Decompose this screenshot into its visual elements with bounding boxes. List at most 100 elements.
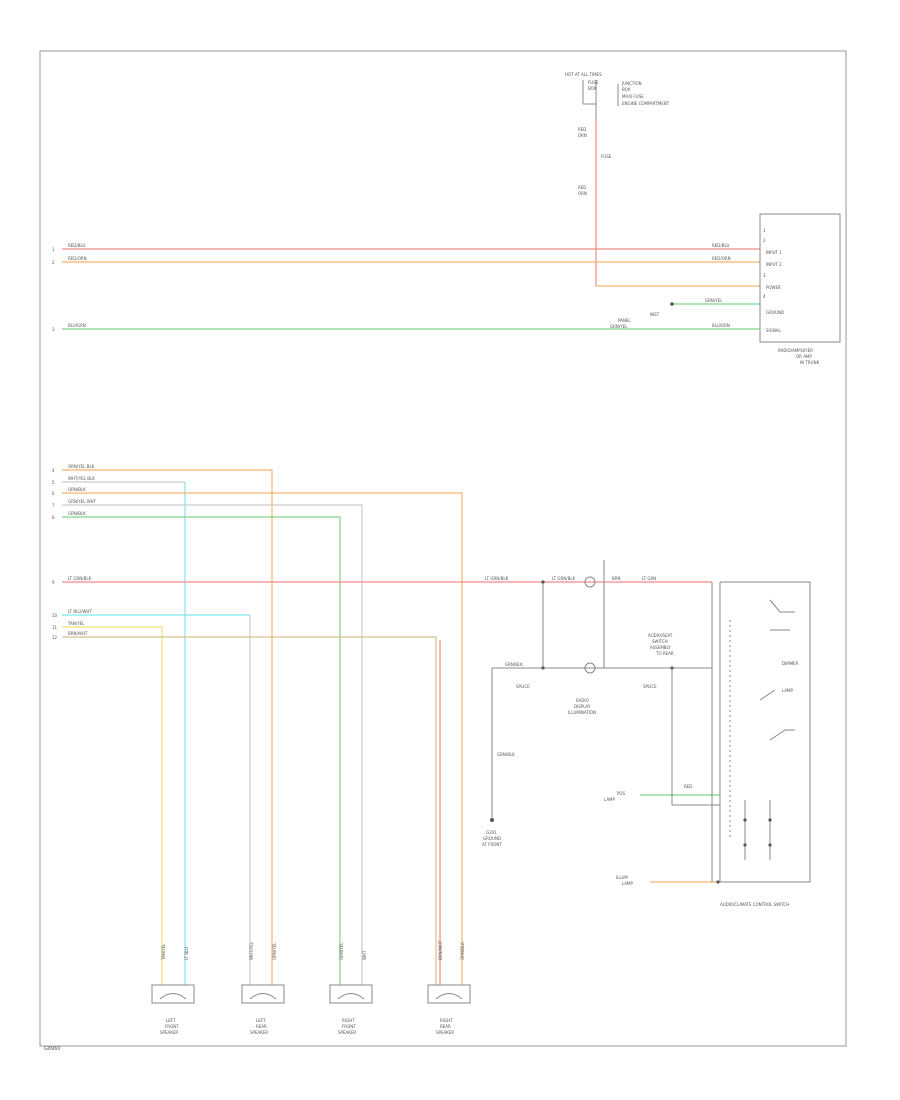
- amplifier-module: 1 2 INPUT 1 INPUT 2 3 POWER 4 GROUND SIG…: [759, 213, 841, 365]
- switch-splice-1: SPLICE: [516, 684, 530, 689]
- speaker-lf-name-3: SPEAKER: [160, 1030, 178, 1035]
- speaker-left-rear: WHT/YEL ORN/YEL LEFT REAR SPEAKER: [241, 941, 285, 1035]
- amp-term-3: POWER: [766, 285, 781, 290]
- illum-caption-1: ILLUM: [616, 875, 628, 880]
- speaker-lr-name-3: SPEAKER: [250, 1030, 268, 1035]
- top-wire-2-label: RED/ORN: [68, 256, 87, 261]
- fuse-note-line-1: FUSE: [588, 80, 599, 85]
- ground-caption-2: GROUND: [483, 836, 501, 841]
- sw-label-9: LT GRN/BLK: [68, 576, 92, 581]
- top-wire-2-pin: 2: [52, 260, 55, 265]
- ground-wire-label: GRN/YEL: [705, 298, 723, 303]
- fuse-note-line-3: JUNCTION: [621, 81, 642, 86]
- lamp-caption-3: ILLUMINATION: [568, 710, 596, 715]
- sw-pin-10: 10: [52, 613, 58, 618]
- sw-pin-11: 11: [52, 625, 58, 630]
- sw-pin-12: 12: [52, 635, 58, 640]
- sw-label-9-right: LT GRN/BLK: [485, 576, 509, 581]
- amp-pin-4: 4: [763, 294, 766, 299]
- speaker-lr-name-2: REAR: [256, 1024, 267, 1029]
- lamp-caption-2: DISPLAY: [574, 704, 591, 709]
- amp-pin-1: 1: [763, 228, 766, 233]
- sw-pin-8: 8: [52, 515, 55, 520]
- speaker-lf-name-2: FRONT: [165, 1024, 179, 1029]
- sw-label-8: GRN/BLK: [68, 511, 86, 516]
- diagram-frame: [39, 50, 847, 1047]
- sw-pin-9: 9: [52, 580, 55, 585]
- ground-wire-g: GRN/BLK: [497, 752, 515, 757]
- sw-label-11: TAN/YEL: [67, 621, 85, 626]
- speaker-wire-7: [62, 504, 363, 985]
- speaker-rf-name-2: FRONT: [342, 1024, 356, 1029]
- switch-label-2: BRN: [612, 576, 621, 581]
- amp-pin-2: 2: [763, 238, 766, 243]
- speaker-rr-name-3: SPEAKER: [436, 1030, 454, 1035]
- speaker-rr-name-1: RIGHT: [440, 1018, 453, 1023]
- switch-caption-4: TO REAR: [655, 651, 674, 656]
- switch-label-4: GRN/BLK: [505, 662, 523, 667]
- speaker-wire-6: [62, 492, 463, 985]
- sw-label-6: ORN/BLK: [68, 487, 86, 492]
- speaker-wire-11: [62, 626, 163, 985]
- fuse-note: HOT AT ALL TIMES FUSE BOX JUNCTION BOX M…: [565, 72, 670, 118]
- fuse-note-line-4: BOX: [622, 87, 631, 92]
- speakers: TAN/YEL LT BLU LEFT FRONT SPEAKER WHT/YE…: [151, 940, 471, 1035]
- speaker-rf-name-3: SPEAKER: [338, 1030, 356, 1035]
- switch-caption2-1: DIMMER: [782, 661, 799, 666]
- switch-splice-2: SPLICE: [643, 684, 657, 689]
- amp-term-2: INPUT 2: [766, 262, 782, 267]
- speaker-left-front: TAN/YEL LT BLU LEFT FRONT SPEAKER: [151, 943, 195, 1035]
- switch-title: AUDIO/CLIMATE CONTROL SWITCH: [720, 902, 789, 907]
- speaker-right-front: GRN/YEL WHT RIGHT FRONT SPEAKER: [329, 942, 373, 1035]
- amp-caption-3: IN TRUNK: [800, 360, 820, 365]
- fuse-note-title: HOT AT ALL TIMES: [565, 72, 602, 77]
- switch-caption-2: SWITCH: [652, 639, 668, 644]
- top-wire-1-label-right: RED/BLU: [712, 243, 730, 248]
- switch-label-7: RED: [684, 784, 692, 789]
- sw-pin-7: 7: [52, 503, 55, 508]
- sw-label-5: WHT/YEL BLK: [68, 476, 95, 481]
- amp-term-4: GROUND: [766, 310, 784, 315]
- speaker-rf-w2: WHT: [362, 950, 367, 960]
- top-wire-3-label: BLU/GRN: [68, 323, 86, 328]
- speaker-lr-w1: WHT/YEL: [249, 941, 254, 960]
- switch-circuit: LT GRN/BLK BRN LT GRN GRN/BLK SPLICE SPL…: [482, 560, 811, 907]
- power-feed-label-4: ORN: [578, 191, 587, 196]
- speaker-rr-w1: BRN/WHT: [438, 940, 443, 960]
- switch-caption-3: ASSEMBLY: [650, 645, 671, 650]
- sw-pin-4: 4: [52, 468, 55, 473]
- speaker-wire-8: [62, 516, 341, 985]
- sw-label-4: ORN/YEL BLK: [68, 464, 95, 469]
- ground-note-1: INST: [650, 312, 660, 317]
- switch-label-1: LT GRN/BLK: [552, 576, 576, 581]
- amp-caption-1: RADIO/AMPLIFIER: [778, 348, 813, 353]
- speaker-wire-4: [62, 469, 273, 985]
- fuse-note-line-2: BOX: [588, 86, 597, 91]
- switch-label-3: LT GRN: [642, 576, 656, 581]
- top-wire-1-label: RED/BLU: [68, 243, 86, 248]
- pos-caption-1: POS: [617, 791, 626, 796]
- speaker-rf-name-1: RIGHT: [342, 1018, 355, 1023]
- speaker-rr-name-2: REAR: [440, 1024, 451, 1029]
- speaker-wire-bundle: [62, 469, 712, 985]
- top-wire-1-pin: 1: [52, 247, 55, 252]
- speaker-rf-w1: GRN/YEL: [339, 942, 344, 960]
- speaker-lr-w2: ORN/YEL: [272, 942, 277, 960]
- speaker-lf-name-1: LEFT: [166, 1018, 176, 1023]
- power-feed-label-2: ORN: [578, 133, 587, 138]
- top-wire-3-label-right: BLU/GRN: [712, 323, 730, 328]
- switch-caption2-2: LAMP: [782, 688, 794, 693]
- fuse-note-line-6: ENGINE COMPARTMENT: [622, 101, 670, 106]
- sw-label-7: GRN/YEL WHT: [68, 499, 97, 504]
- sw-label-12: BRN/WHT: [68, 631, 88, 636]
- speaker-lf-w2: LT BLU: [184, 947, 189, 960]
- illum-caption-2: LAMP: [622, 881, 634, 886]
- speaker-lr-name-1: LEFT: [256, 1018, 266, 1023]
- speaker-rr-w2: ORN/BLK: [460, 942, 465, 960]
- speaker-right-rear: BRN/WHT ORN/BLK RIGHT REAR SPEAKER: [427, 940, 471, 1035]
- ground-note-2: PANEL: [618, 318, 631, 323]
- amp-term-1: INPUT 1: [766, 250, 782, 255]
- amp-term-5: SIGNAL: [766, 328, 782, 333]
- power-feed-label-1: RED: [578, 127, 586, 132]
- speaker-lf-w1: TAN/YEL: [161, 943, 166, 961]
